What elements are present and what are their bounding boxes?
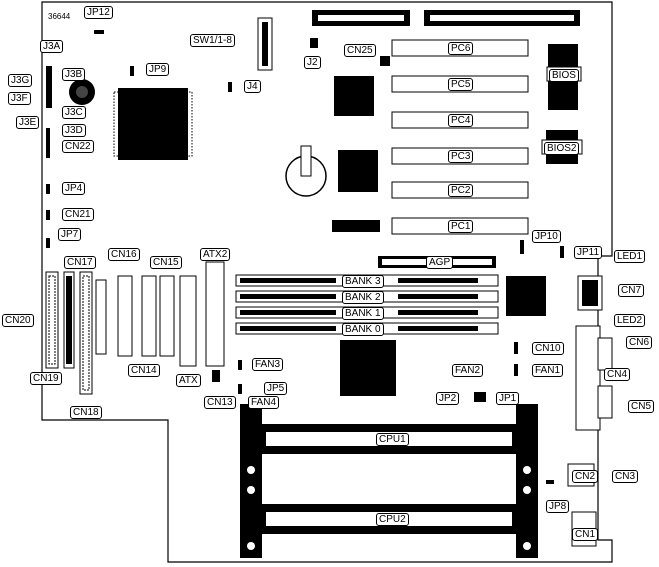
cn18-connector xyxy=(79,271,93,395)
label-j3a: J3A xyxy=(40,40,64,53)
video-chip xyxy=(340,340,396,396)
io-controller-chip xyxy=(118,88,188,160)
label-jp5: JP5 xyxy=(264,382,288,395)
label-agp: AGP xyxy=(426,256,454,269)
memory-bank-label: BANK 0 xyxy=(342,323,384,336)
diagram-id: 36644 xyxy=(48,12,71,21)
label-cn22: CN22 xyxy=(62,140,94,153)
memory-bank-label: BANK 3 xyxy=(342,275,384,288)
label-j3b: J3B xyxy=(62,68,86,81)
label-jp10: JP10 xyxy=(532,230,561,243)
label-atx: ATX xyxy=(176,374,201,387)
pci-slot-label: PC2 xyxy=(448,184,474,197)
memory-bank-label: BANK 2 xyxy=(342,291,384,304)
label-cn17: CN17 xyxy=(64,256,96,269)
label-cn10: CN10 xyxy=(532,342,564,355)
label-bios: BIOS xyxy=(549,69,579,82)
label-j3e: J3E xyxy=(16,116,40,129)
label-led1: LED1 xyxy=(614,250,646,263)
label-cn7: CN7 xyxy=(618,284,645,297)
atx2-connector xyxy=(205,261,225,367)
label-fan1: FAN1 xyxy=(532,364,564,377)
pci-slot-label: PC1 xyxy=(448,220,474,233)
label-atx2: ATX2 xyxy=(200,248,231,261)
cn4-cn6-connector xyxy=(575,325,601,431)
label-fan2: FAN2 xyxy=(452,364,484,377)
label-j3c: J3C xyxy=(62,106,86,119)
label-cn15: CN15 xyxy=(150,256,182,269)
label-cn18: CN18 xyxy=(70,406,102,419)
label-cn21: CN21 xyxy=(62,208,94,221)
pci-slot-label: PC4 xyxy=(448,114,474,127)
label-cn14: CN14 xyxy=(128,364,160,377)
cn20-connector xyxy=(45,271,59,369)
label-led2: LED2 xyxy=(614,314,646,327)
label-j3d: J3D xyxy=(62,124,86,137)
pc1-left-connector xyxy=(332,220,380,232)
label-jp2: JP2 xyxy=(436,392,460,405)
pci-slot-label: PC5 xyxy=(448,78,474,91)
label-jp9: JP9 xyxy=(146,63,170,76)
label-cn4: CN4 xyxy=(604,368,631,381)
atx-connector xyxy=(179,275,197,367)
label-j3f: J3F xyxy=(8,92,31,105)
chipset-chip-1 xyxy=(334,76,374,116)
label-cn25: CN25 xyxy=(344,44,376,57)
pci-slot-label: PC3 xyxy=(448,150,474,163)
label-cn13: CN13 xyxy=(204,396,236,409)
label-fan3: FAN3 xyxy=(252,358,284,371)
agp-chip xyxy=(506,276,546,316)
label-fan4: FAN4 xyxy=(248,396,280,409)
label-jp8: JP8 xyxy=(546,500,570,513)
label-cn1: CN1 xyxy=(572,528,599,541)
label-cn3: CN3 xyxy=(612,470,639,483)
label-cn6: CN6 xyxy=(626,336,653,349)
label-cn16: CN16 xyxy=(108,248,140,261)
memory-bank-label: BANK 1 xyxy=(342,307,384,320)
label-jp4: JP4 xyxy=(62,182,86,195)
label-cn19: CN19 xyxy=(30,372,62,385)
label-bios2: BIOS2 xyxy=(544,142,580,155)
label-jp7: JP7 xyxy=(58,228,82,241)
label-j4: J4 xyxy=(244,80,261,93)
label-cn20: CN20 xyxy=(2,314,34,327)
label-jp12: JP12 xyxy=(84,6,113,19)
label-sw1: SW1/1-8 xyxy=(190,34,235,47)
cpu-slot-label: CPU2 xyxy=(376,513,409,526)
jumpers xyxy=(46,30,564,484)
label-j3g: J3G xyxy=(8,74,33,87)
label-jp1: JP1 xyxy=(496,392,520,405)
chipset-chip-2 xyxy=(338,150,378,192)
label-cn2: CN2 xyxy=(572,470,599,483)
cpu-slot-label: CPU1 xyxy=(376,433,409,446)
label-j2: J2 xyxy=(304,56,321,69)
pci-slot-label: PC6 xyxy=(448,42,474,55)
label-cn5: CN5 xyxy=(628,400,655,413)
scsi-connectors xyxy=(95,275,175,357)
label-jp11: JP11 xyxy=(574,246,603,259)
